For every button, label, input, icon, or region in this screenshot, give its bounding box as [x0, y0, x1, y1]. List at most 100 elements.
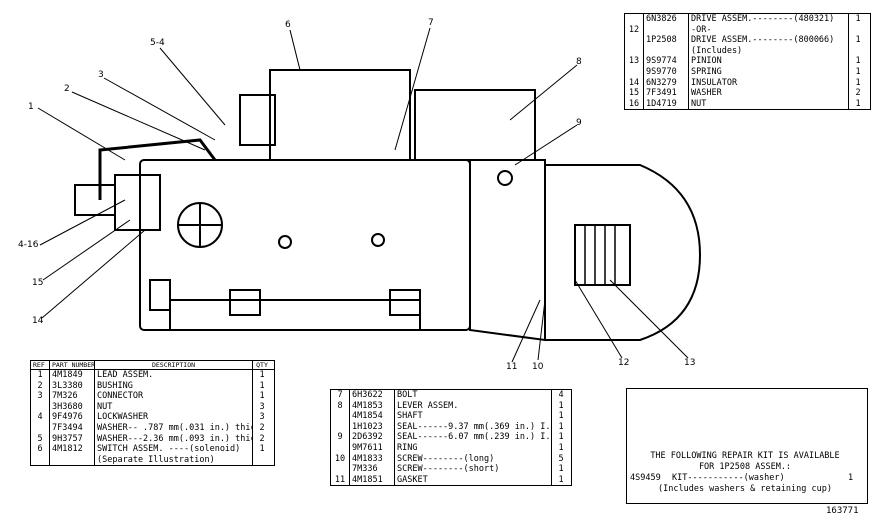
description-cell: SEAL------9.37 mm(.369 in.) I.D.	[397, 421, 552, 433]
description-cell: NUT	[689, 98, 849, 110]
qty-cell: 1	[558, 464, 564, 475]
part-number-cell: 4M1849	[50, 370, 95, 381]
description-cell: PINION	[689, 56, 849, 67]
ref-cell: 13	[625, 56, 644, 67]
solenoid-cap	[239, 94, 276, 146]
qty-cell: 1	[558, 432, 564, 443]
repair-kit-box	[626, 388, 868, 504]
part-number-cell: 4M1851	[350, 474, 395, 486]
part-number-cell: 1P2508	[644, 35, 689, 46]
callout-10: 10	[532, 362, 544, 372]
description-cell: DRIVE ASSEM.--------(480321)	[689, 14, 849, 25]
ref-cell	[31, 454, 50, 466]
part-number-cell: 3H3680	[50, 401, 95, 413]
qty-cell: 1	[259, 444, 265, 455]
callout-9: 9	[576, 118, 582, 128]
part-number-cell: 7M326	[50, 391, 95, 402]
description-cell: INSULATOR	[689, 77, 849, 89]
ref-cell	[625, 45, 644, 57]
part-number-cell: 1H1023	[350, 421, 395, 433]
ref-cell: 12	[625, 24, 644, 36]
nose-housing	[545, 164, 702, 341]
description-cell: LEVER ASSEM.	[395, 400, 552, 412]
part-number-cell: 3L3380	[50, 380, 95, 392]
description-cell: (Separate Illustration)	[95, 454, 253, 466]
part-number-cell: 9F4976	[50, 412, 95, 423]
qty-cell: 1	[259, 380, 265, 391]
qty-cell: 3	[259, 412, 265, 423]
description-cell: BUSHING	[95, 380, 253, 392]
callout-13: 13	[684, 358, 696, 368]
qty-cell: 1	[558, 400, 564, 411]
callout-6: 6	[285, 20, 291, 30]
ref-cell: 2	[31, 380, 50, 392]
part-number-cell: 4M1812	[50, 444, 95, 455]
qty-cell: 1	[558, 411, 564, 422]
qty-cell: 1	[558, 474, 564, 485]
ref-cell	[31, 422, 50, 434]
description-cell: (Includes)	[689, 45, 849, 57]
description-cell: SCREW--------(short)	[395, 464, 552, 475]
callout-3: 3	[98, 70, 104, 80]
description-cell: RING	[395, 442, 552, 454]
qty-cell: 1	[855, 35, 861, 46]
ref-cell: 6	[31, 444, 50, 455]
part-number-cell: 4M1853	[350, 400, 395, 412]
qty-cell: 4	[558, 390, 564, 400]
description-cell: GASKET	[395, 474, 552, 486]
callout-15: 15	[32, 278, 44, 288]
part-number-cell: 4M1854	[350, 411, 395, 422]
part-number-cell: 7F3494	[50, 422, 95, 434]
description-cell: LOCKWASHER	[95, 412, 253, 423]
ref-cell: 11	[331, 474, 350, 486]
part-number-cell: 2D6392	[350, 432, 395, 443]
qty-cell: 2	[259, 422, 265, 433]
part-number-cell: 9H3757	[50, 433, 95, 445]
part-number-cell	[644, 45, 689, 57]
part-number-cell: 6N3826	[644, 14, 689, 25]
qty-cell: 1	[855, 98, 861, 109]
table-row: 12 -OR-	[625, 24, 870, 36]
callout-11: 11	[506, 362, 518, 372]
ref-cell	[625, 14, 644, 25]
description-cell: WASHER---2.36 mm(.093 in.) thick	[97, 433, 253, 445]
ref-cell: 14	[625, 77, 644, 89]
qty-cell: 5	[558, 453, 564, 464]
ref-cell	[625, 35, 644, 46]
description-cell: WASHER-- .787 mm(.031 in.) thick	[97, 422, 253, 434]
qty-cell	[253, 455, 271, 466]
description-cell: DRIVE ASSEM.--------(800066)	[689, 35, 849, 46]
table-row: (Includes)	[625, 45, 870, 57]
parts-table-left: REF NO. PART NUMBER DESCRIPTION QTY 14M1…	[30, 360, 275, 467]
qty-cell: 1	[855, 14, 861, 24]
qty-cell: 2	[259, 433, 265, 444]
qty-cell: 1	[259, 391, 265, 402]
ref-cell	[625, 66, 644, 78]
part-number-cell: 7F3491	[644, 88, 689, 99]
description-cell: SCREW--------(long)	[395, 453, 552, 465]
callout-8: 8	[576, 57, 582, 67]
description-cell: -OR-	[689, 24, 849, 36]
ref-cell: 15	[625, 88, 644, 99]
lead-assembly	[98, 138, 217, 200]
ref-cell	[331, 421, 350, 433]
part-number-cell	[644, 24, 689, 36]
description-cell: SWITCH ASSEM. ----(solenoid)	[95, 444, 253, 455]
part-number-cell: 1D4719	[644, 98, 689, 110]
ref-cell	[331, 442, 350, 454]
